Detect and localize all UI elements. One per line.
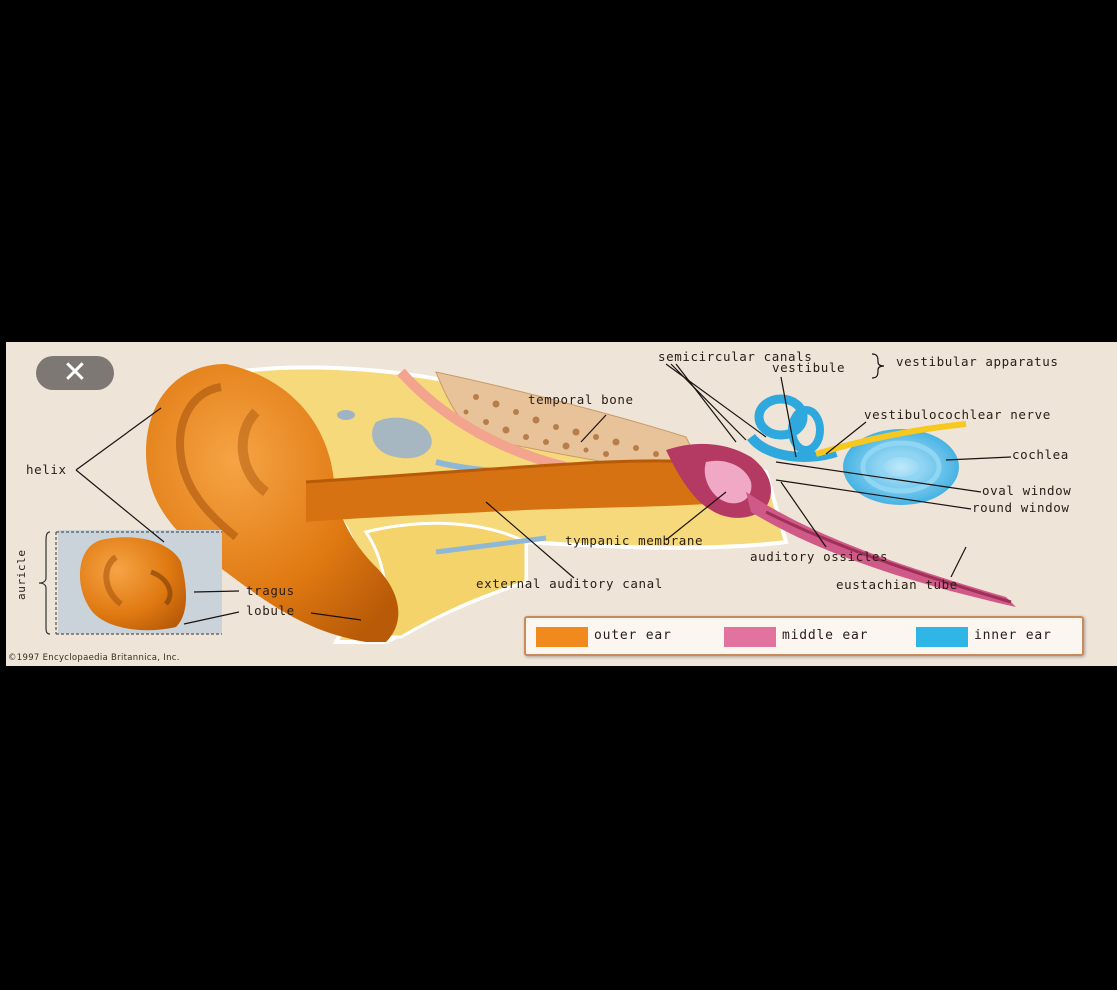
close-button[interactable]: ✕	[36, 356, 114, 390]
ear-anatomy-diagram: ✕ semicircular canals vestibule vestibul…	[6, 342, 1117, 666]
label-eustachian-tube: eustachian tube	[836, 578, 958, 592]
label-lobule: lobule	[246, 604, 295, 618]
legend: outer ear middle ear inner ear	[524, 616, 1084, 656]
legend-label-inner-ear: inner ear	[974, 628, 1052, 643]
legend-swatch-outer-ear	[536, 627, 588, 647]
label-vestibular-apparatus: vestibular apparatus	[896, 355, 1059, 369]
label-auricle: auricle	[15, 549, 29, 600]
label-cochlea: cochlea	[1012, 448, 1069, 462]
copyright-notice: ©1997 Encyclopaedia Britannica, Inc.	[8, 653, 180, 663]
label-helix: helix	[26, 463, 67, 477]
close-icon[interactable]: ✕	[36, 356, 114, 390]
label-oval-window: oval window	[982, 484, 1071, 498]
legend-swatch-middle-ear	[724, 627, 776, 647]
label-tympanic-membrane: tympanic membrane	[565, 534, 703, 548]
legend-label-middle-ear: middle ear	[782, 628, 868, 643]
legend-label-outer-ear: outer ear	[594, 628, 672, 643]
label-external-auditory-canal: external auditory canal	[476, 577, 663, 591]
legend-swatch-inner-ear	[916, 627, 968, 647]
label-tragus: tragus	[246, 584, 295, 598]
label-vestibulocochlear-nerve: vestibulocochlear nerve	[864, 408, 1051, 422]
label-round-window: round window	[972, 501, 1070, 515]
label-auditory-ossicles: auditory ossicles	[750, 550, 888, 564]
label-vestibule: vestibule	[772, 361, 845, 375]
label-temporal-bone: temporal bone	[528, 393, 634, 407]
